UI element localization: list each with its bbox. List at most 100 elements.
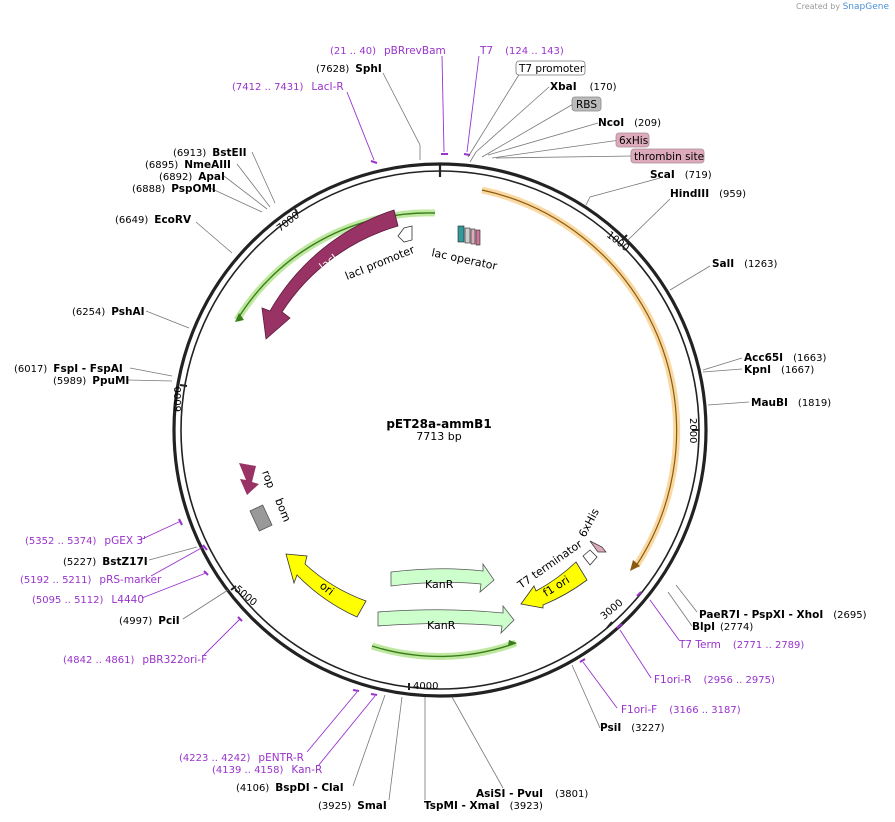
kanr-label-2: KanR	[427, 619, 456, 632]
f1-ori-arrow	[520, 561, 588, 609]
site-pos: (6254)	[72, 307, 105, 318]
green-arc-bottom-core	[371, 642, 517, 658]
tick-2000: 2000	[687, 418, 698, 443]
site-name: PciI	[158, 615, 179, 627]
primer-name: F1ori-R	[654, 674, 691, 686]
svg-text:NcoI(209): NcoI(209)	[598, 117, 661, 129]
svg-text:(4842 .. 4861)pBR322ori-F: (4842 .. 4861)pBR322ori-F	[63, 654, 207, 666]
t7-terminator-arrow	[582, 549, 598, 566]
primer-name: T7 Term	[678, 639, 721, 651]
his6-lower-label: 6xHis	[576, 506, 602, 539]
primer-pos: (4139 .. 4158)	[212, 765, 284, 776]
lacI-promoter-arrow	[397, 225, 413, 243]
site-name: SalI	[712, 258, 734, 270]
t7-promoter-label: T7 promoter	[518, 63, 585, 75]
svg-text:AsiSI - PvuI(3801): AsiSI - PvuI (3801)	[476, 788, 588, 800]
primer-pos: (21 .. 40)	[330, 46, 376, 57]
green-arc-top-arrowhead	[235, 313, 244, 322]
thrombin-label: thrombin site	[634, 151, 704, 163]
primer-pos: (5352 .. 5374)	[25, 536, 97, 547]
thrombin-box: thrombin site	[630, 148, 705, 164]
ori-arrow	[285, 553, 367, 618]
site-name: MauBI	[751, 397, 788, 409]
lac-operator-cluster	[457, 225, 481, 246]
tick-5000: 5000	[232, 584, 259, 609]
site-pos: (170)	[590, 82, 617, 93]
site-pos: (7628)	[316, 64, 349, 75]
svg-text:(5095 .. 5112)L4440: (5095 .. 5112)L4440	[32, 594, 144, 606]
svg-text:BlpI(2774): BlpI (2774)	[692, 621, 753, 633]
site-pos: (5989)	[53, 376, 86, 387]
svg-text:(5192 .. 5211)pRS-marker: (5192 .. 5211)pRS-marker	[20, 574, 162, 586]
tick-4000: 4000	[413, 681, 438, 692]
site-pos: (4997)	[119, 616, 152, 627]
site-name: KpnI	[744, 364, 771, 376]
primer-name: pRS-marker	[99, 574, 162, 586]
restriction-sites: (7628)SphI XbaI(170) NcoI(209) ScaI(719)…	[14, 63, 867, 812]
primer-name: pBRrevBam	[384, 45, 446, 57]
svg-text:(6892)ApaI: (6892)ApaI	[159, 171, 225, 183]
svg-text:SalI(1263): SalI(1263)	[712, 258, 778, 270]
primer-pos: (4223 .. 4242)	[179, 753, 251, 764]
bom-label: bom	[272, 496, 293, 524]
orange-arc-arrowhead	[630, 560, 640, 571]
site-pos: (6888)	[132, 184, 165, 195]
svg-text:(6913)BstEII: (6913)BstEII	[173, 147, 247, 159]
plasmid-name: pET28a-ammB1	[386, 417, 491, 431]
site-name: EcoRV	[154, 214, 192, 226]
svg-text:(5989)PpuMI: (5989)PpuMI	[53, 375, 129, 387]
boxed-feature-leaders	[467, 72, 634, 159]
site-name: BlpI	[692, 621, 715, 633]
site-pos: (6892)	[159, 172, 192, 183]
site-name: PspOMI	[171, 183, 216, 195]
primer-name: LacI-R	[311, 81, 343, 93]
green-arc-bottom-arrowhead	[508, 640, 517, 646]
svg-text:(4997)PciI: (4997) PciI	[119, 615, 180, 627]
lacI-promoter-label: lacI promoter	[343, 243, 417, 283]
svg-text:(6017)FspI - FspAI: (6017)FspI - FspAI	[14, 363, 123, 375]
svg-text:F1ori-R(2956 .. 2975): F1ori-R(2956 .. 2975)	[654, 674, 775, 686]
site-pos: (2774)	[720, 622, 753, 633]
svg-text:(4106)BspDI - ClaI: (4106)BspDI - ClaI	[236, 782, 344, 794]
svg-text:T7 Term(2771 .. 2789): T7 Term(2771 .. 2789)	[678, 639, 804, 651]
credit-brand: SnapGene	[842, 2, 889, 12]
site-leader-lines	[127, 72, 750, 801]
svg-text:F1ori-F(3166 .. 3187): F1ori-F(3166 .. 3187)	[621, 704, 741, 716]
primer-name: Kan-R	[291, 764, 322, 776]
his6-lower-arrow	[589, 540, 607, 553]
site-name: FspI - FspAI	[53, 363, 123, 375]
site-pos: (3801)	[555, 789, 588, 800]
site-pos: (6649)	[115, 215, 148, 226]
site-name: NcoI	[598, 117, 624, 129]
site-pos: (719)	[685, 170, 712, 181]
site-name: TspMI - XmaI	[424, 800, 500, 812]
primer-pos: (7412 .. 7431)	[232, 82, 304, 93]
his6-box: 6xHis	[615, 132, 650, 148]
site-name: SmaI	[357, 800, 387, 812]
svg-text:(21 .. 40)pBRrevBam: (21 .. 40) pBRrevBam	[330, 45, 446, 57]
orange-feature-arc	[481, 186, 681, 568]
tick-3000: 3000	[599, 598, 626, 623]
svg-text:PsiI(3227): PsiI(3227)	[600, 722, 665, 734]
site-pos: (1819)	[798, 398, 831, 409]
svg-text:(5352 .. 5374)pGEX 3': (5352 .. 5374) pGEX 3'	[25, 535, 146, 547]
site-name: AsiSI - PvuI	[476, 788, 543, 800]
rbs-box: RBS	[571, 96, 602, 112]
primer-pos: (124 .. 143)	[505, 46, 564, 57]
rop-label: rop	[259, 469, 277, 490]
kanr-arrow-2	[377, 604, 515, 635]
svg-text:(7628)SphI: (7628)SphI	[316, 63, 382, 75]
site-name: BstEII	[212, 147, 246, 159]
svg-text:(7412 .. 7431)LacI-R: (7412 .. 7431) LacI-R	[232, 81, 344, 93]
svg-text:(6649)EcoRV: (6649) EcoRV	[115, 214, 192, 226]
primer-name: pGEX 3'	[104, 535, 146, 547]
bom-box	[249, 504, 273, 532]
site-pos: (3227)	[631, 723, 664, 734]
tick-7000: 7000	[275, 210, 302, 234]
primer-name: F1ori-F	[621, 704, 657, 716]
lacI-arrow	[261, 209, 399, 340]
svg-text:TspMI - XmaI(3923): TspMI - XmaI(3923)	[424, 800, 543, 812]
svg-text:XbaI(170): XbaI(170)	[550, 81, 617, 93]
primers: (21 .. 40)pBRrevBam T7(124 .. 143) (7412…	[20, 45, 804, 776]
